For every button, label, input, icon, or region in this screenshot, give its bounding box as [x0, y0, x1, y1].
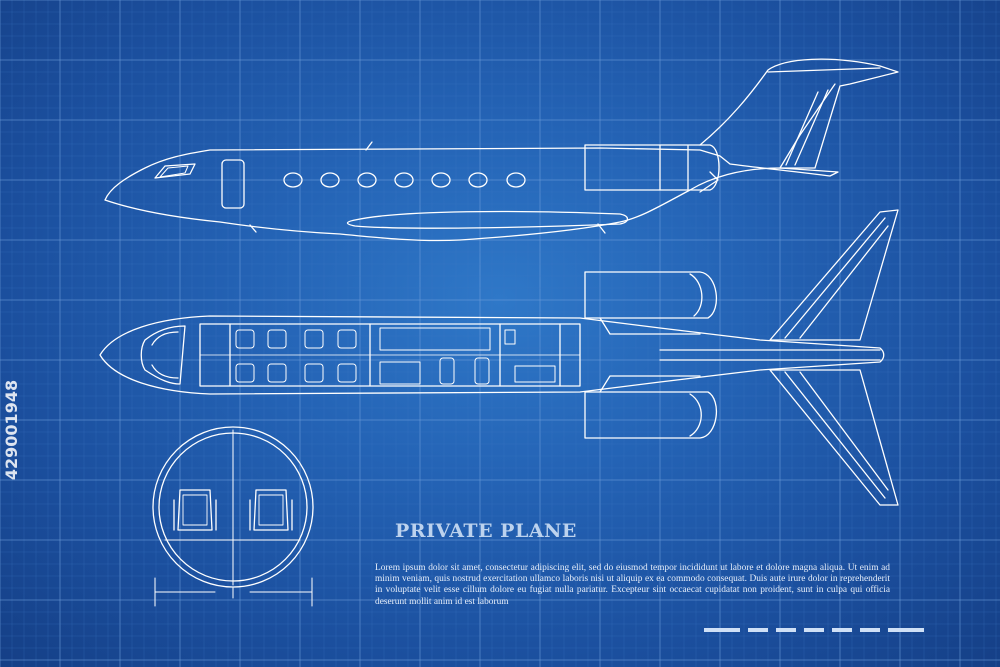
cockpit-window [154, 163, 196, 179]
side-door [221, 159, 245, 209]
watermark-id-text: 429001948 [2, 379, 21, 481]
side-fuselage [104, 147, 839, 242]
top-fuselage [99, 315, 885, 395]
cabin-windows [283, 172, 526, 188]
description-text: Lorem ipsum dolor sit amet, consectetur … [375, 563, 890, 607]
dimension-line [154, 577, 313, 607]
cabin-seats [235, 327, 556, 385]
side-engine [584, 144, 720, 191]
cross-seat-left [177, 489, 213, 531]
top-stabilizer-upper [769, 209, 899, 341]
top-view [99, 209, 899, 506]
top-engine-lower [584, 391, 718, 439]
side-wing [346, 210, 629, 229]
page-title: PRIVATE PLANE [395, 520, 577, 542]
side-tail [699, 58, 899, 169]
side-view [104, 58, 899, 242]
scale-bar [704, 628, 924, 632]
top-engine-upper [584, 271, 718, 319]
cross-seat-right [253, 489, 289, 531]
cross-section-outer [152, 426, 314, 588]
top-stabilizer-lower [769, 369, 899, 506]
cross-section [152, 426, 314, 607]
